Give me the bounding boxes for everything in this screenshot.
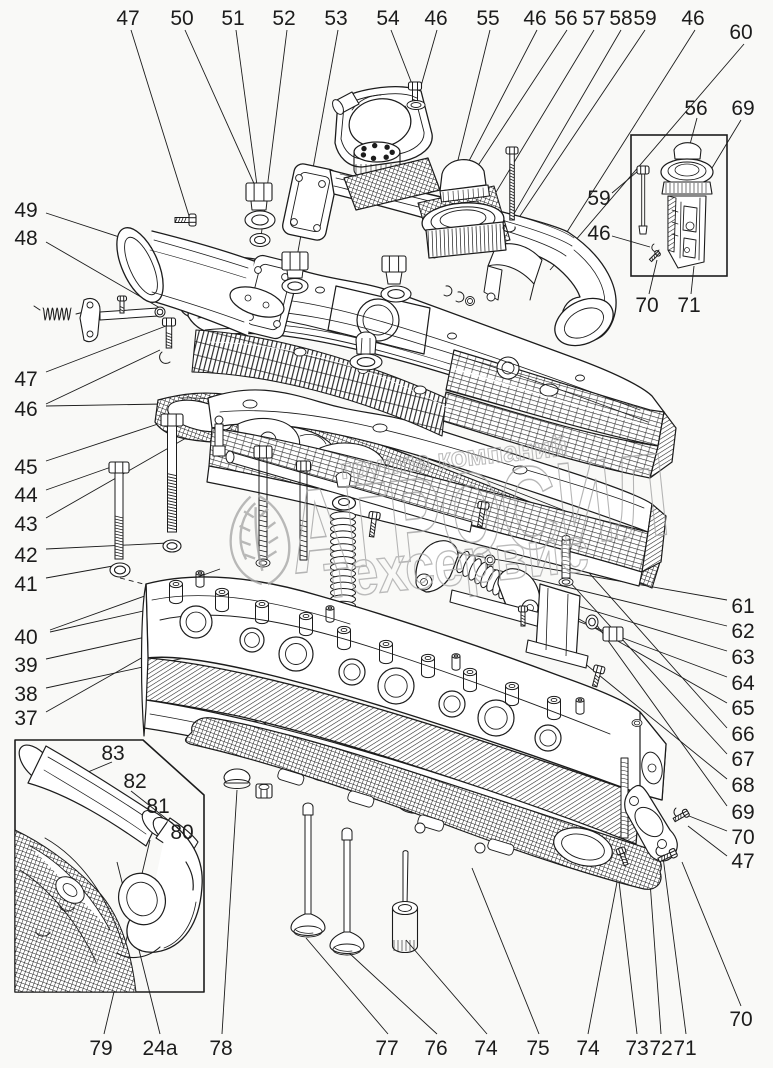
svg-text:62: 62: [731, 620, 754, 643]
svg-text:56: 56: [684, 97, 707, 120]
svg-text:57: 57: [582, 7, 605, 30]
svg-text:46: 46: [587, 222, 610, 245]
svg-text:71: 71: [673, 1037, 696, 1060]
svg-text:43: 43: [14, 513, 37, 536]
svg-text:47: 47: [731, 850, 754, 873]
svg-text:42: 42: [14, 544, 37, 567]
svg-text:54: 54: [376, 7, 400, 30]
svg-text:37: 37: [14, 707, 37, 730]
svg-text:75: 75: [526, 1037, 549, 1060]
svg-text:77: 77: [375, 1037, 398, 1060]
svg-text:46: 46: [523, 7, 546, 30]
svg-text:59: 59: [587, 187, 610, 210]
svg-text:74: 74: [474, 1037, 498, 1060]
svg-text:46: 46: [681, 7, 704, 30]
svg-text:68: 68: [731, 774, 754, 797]
svg-text:58: 58: [609, 7, 632, 30]
svg-text:78: 78: [209, 1037, 232, 1060]
svg-text:73: 73: [625, 1037, 648, 1060]
svg-text:52: 52: [272, 7, 295, 30]
svg-text:50: 50: [170, 7, 193, 30]
svg-text:55: 55: [476, 7, 499, 30]
svg-text:48: 48: [14, 227, 37, 250]
svg-text:51: 51: [221, 7, 244, 30]
svg-text:61: 61: [731, 595, 754, 618]
svg-text:81: 81: [146, 795, 169, 818]
svg-text:65: 65: [731, 697, 754, 720]
svg-text:63: 63: [731, 646, 754, 669]
svg-text:53: 53: [324, 7, 347, 30]
svg-text:79: 79: [89, 1037, 112, 1060]
svg-text:47: 47: [116, 7, 139, 30]
svg-text:40: 40: [14, 626, 37, 649]
svg-text:72: 72: [649, 1037, 672, 1060]
svg-text:46: 46: [424, 7, 447, 30]
svg-text:80: 80: [170, 821, 193, 844]
svg-text:24а: 24а: [142, 1037, 177, 1060]
svg-text:71: 71: [677, 294, 700, 317]
svg-text:76: 76: [424, 1037, 447, 1060]
svg-text:66: 66: [731, 723, 754, 746]
svg-text:39: 39: [14, 654, 37, 677]
svg-text:74: 74: [576, 1037, 600, 1060]
svg-text:45: 45: [14, 456, 37, 479]
svg-text:82: 82: [123, 770, 146, 793]
svg-text:60: 60: [729, 21, 752, 44]
svg-text:59: 59: [633, 7, 656, 30]
svg-text:46: 46: [14, 398, 37, 421]
svg-text:47: 47: [14, 368, 37, 391]
svg-text:69: 69: [731, 801, 754, 824]
svg-text:64: 64: [731, 672, 755, 695]
svg-text:70: 70: [635, 294, 658, 317]
svg-text:83: 83: [101, 742, 124, 765]
svg-text:69: 69: [731, 97, 754, 120]
svg-text:56: 56: [554, 7, 577, 30]
svg-text:44: 44: [14, 484, 38, 507]
svg-text:70: 70: [731, 826, 754, 849]
svg-text:70: 70: [729, 1008, 752, 1031]
svg-text:41: 41: [14, 573, 37, 596]
svg-text:38: 38: [14, 683, 37, 706]
svg-text:67: 67: [731, 748, 754, 771]
svg-text:49: 49: [14, 199, 37, 222]
